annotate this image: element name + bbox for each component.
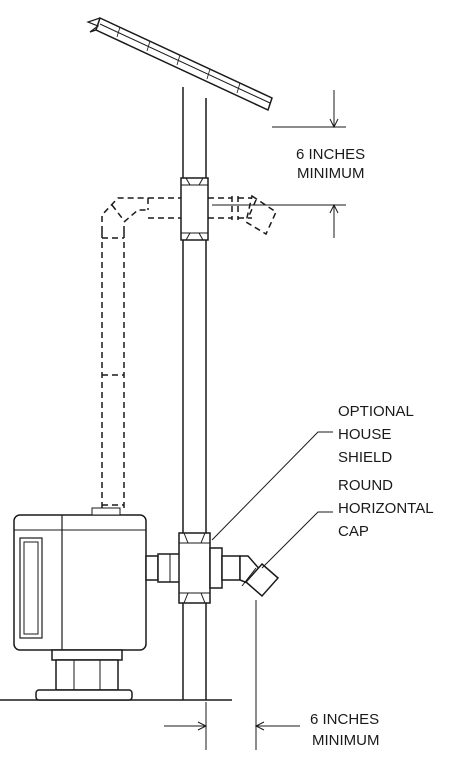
bottom-clearance-dimension	[164, 600, 300, 750]
bottom-clearance-label-line1: 6 INCHES	[310, 711, 379, 728]
roof	[86, 16, 273, 112]
shield-label-line2: HOUSE	[338, 426, 391, 443]
leader-lines	[211, 431, 333, 569]
alternate-vent-run	[101, 194, 277, 510]
upper-wall-thimble	[180, 177, 209, 241]
top-clearance-label-line2: MINIMUM	[297, 165, 365, 182]
bottom-clearance-label-line2: MINIMUM	[312, 732, 380, 749]
stove-pedestal	[35, 649, 133, 701]
house-shield	[178, 532, 223, 604]
cap-label-line1: ROUND	[338, 477, 393, 494]
horizontal-vent-pipe	[145, 553, 183, 583]
cap-label-line2: HORIZONTAL	[338, 500, 434, 517]
shield-label-line1: OPTIONAL	[338, 403, 414, 420]
shield-label-line3: SHIELD	[338, 449, 392, 466]
cap-label-line3: CAP	[338, 523, 369, 540]
top-clearance-label-line1: 6 INCHES	[296, 146, 365, 163]
stove	[13, 507, 147, 651]
round-horizontal-cap	[221, 555, 280, 598]
top-clearance-dimension	[212, 90, 346, 238]
